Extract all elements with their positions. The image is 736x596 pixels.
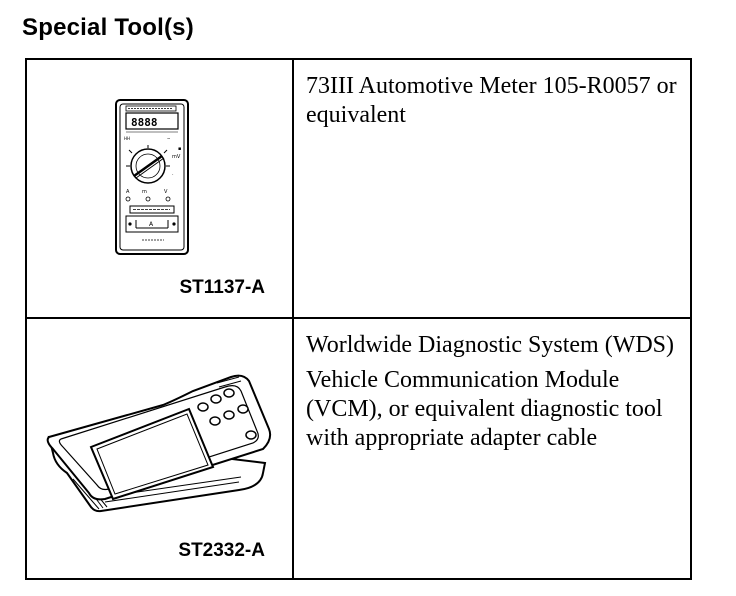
svg-text:·: ·	[172, 172, 174, 178]
tool-illustration-cell: ST2332-A	[27, 319, 294, 578]
svg-text:mV: mV	[172, 154, 181, 160]
svg-text:V: V	[164, 189, 168, 195]
svg-text:HH: HH	[124, 136, 130, 141]
special-tools-table: 8888 HH ~ mV · ▪ A m V	[25, 58, 692, 580]
svg-text:8888: 8888	[131, 116, 158, 129]
tool-description-cell: Worldwide Diagnostic System (WDS) Vehicl…	[294, 319, 690, 578]
svg-text:~: ~	[167, 136, 170, 141]
tool-description: 73III Automotive Meter 105-R0057 or equi…	[306, 73, 677, 128]
svg-text:A: A	[126, 189, 130, 195]
tool-illustration-cell: 8888 HH ~ mV · ▪ A m V	[27, 60, 294, 319]
svg-text:A: A	[149, 221, 154, 228]
svg-text:▪: ▪	[178, 146, 181, 152]
multimeter-icon: 8888 HH ~ mV · ▪ A m V	[115, 99, 189, 255]
tool-description-cell: 73III Automotive Meter 105-R0057 or equi…	[294, 60, 690, 319]
tool-description: Worldwide Diagnostic System (WDS)	[306, 332, 675, 358]
svg-text:m: m	[142, 189, 147, 195]
tool-code: ST1137-A	[179, 277, 265, 298]
tool-code: ST2332-A	[178, 540, 265, 561]
tool-description: Vehicle Communication Module (VCM), or e…	[306, 367, 663, 451]
diagnostic-tablet-icon	[46, 374, 272, 513]
page-title: Special Tool(s)	[22, 14, 194, 41]
